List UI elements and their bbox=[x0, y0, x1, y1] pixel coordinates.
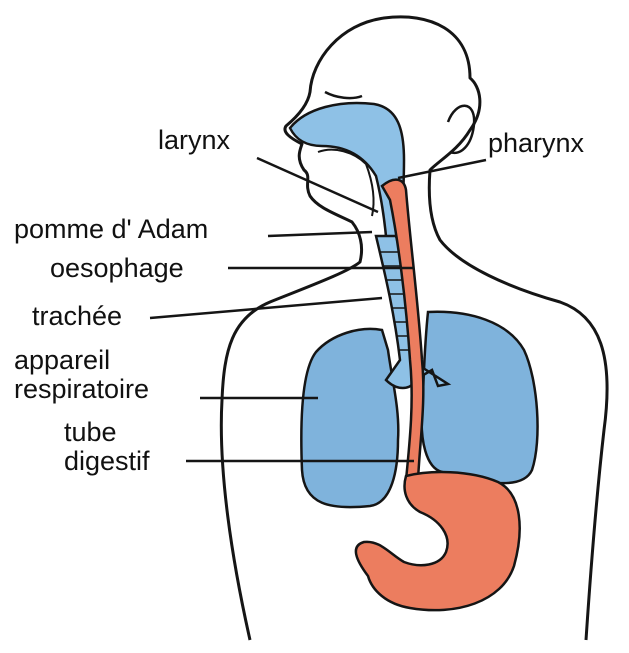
label-pharynx: pharynx bbox=[488, 129, 584, 158]
left-lung bbox=[301, 329, 398, 507]
pointer-adams-apple bbox=[268, 232, 372, 236]
label-adams-apple: pomme d' Adam bbox=[14, 215, 208, 244]
label-esophagus: oesophage bbox=[50, 254, 184, 283]
label-respiratory-system: appareil respiratoire bbox=[14, 346, 149, 404]
label-trachea: trachée bbox=[32, 302, 122, 331]
label-digestive-tract: tube digestif bbox=[64, 418, 150, 476]
label-larynx: larynx bbox=[158, 126, 230, 155]
label-digestive-line2: digestif bbox=[64, 447, 150, 476]
label-digestive-line1: tube bbox=[64, 418, 150, 447]
label-respiratory-line2: respiratoire bbox=[14, 375, 149, 404]
label-respiratory-line1: appareil bbox=[14, 346, 149, 375]
